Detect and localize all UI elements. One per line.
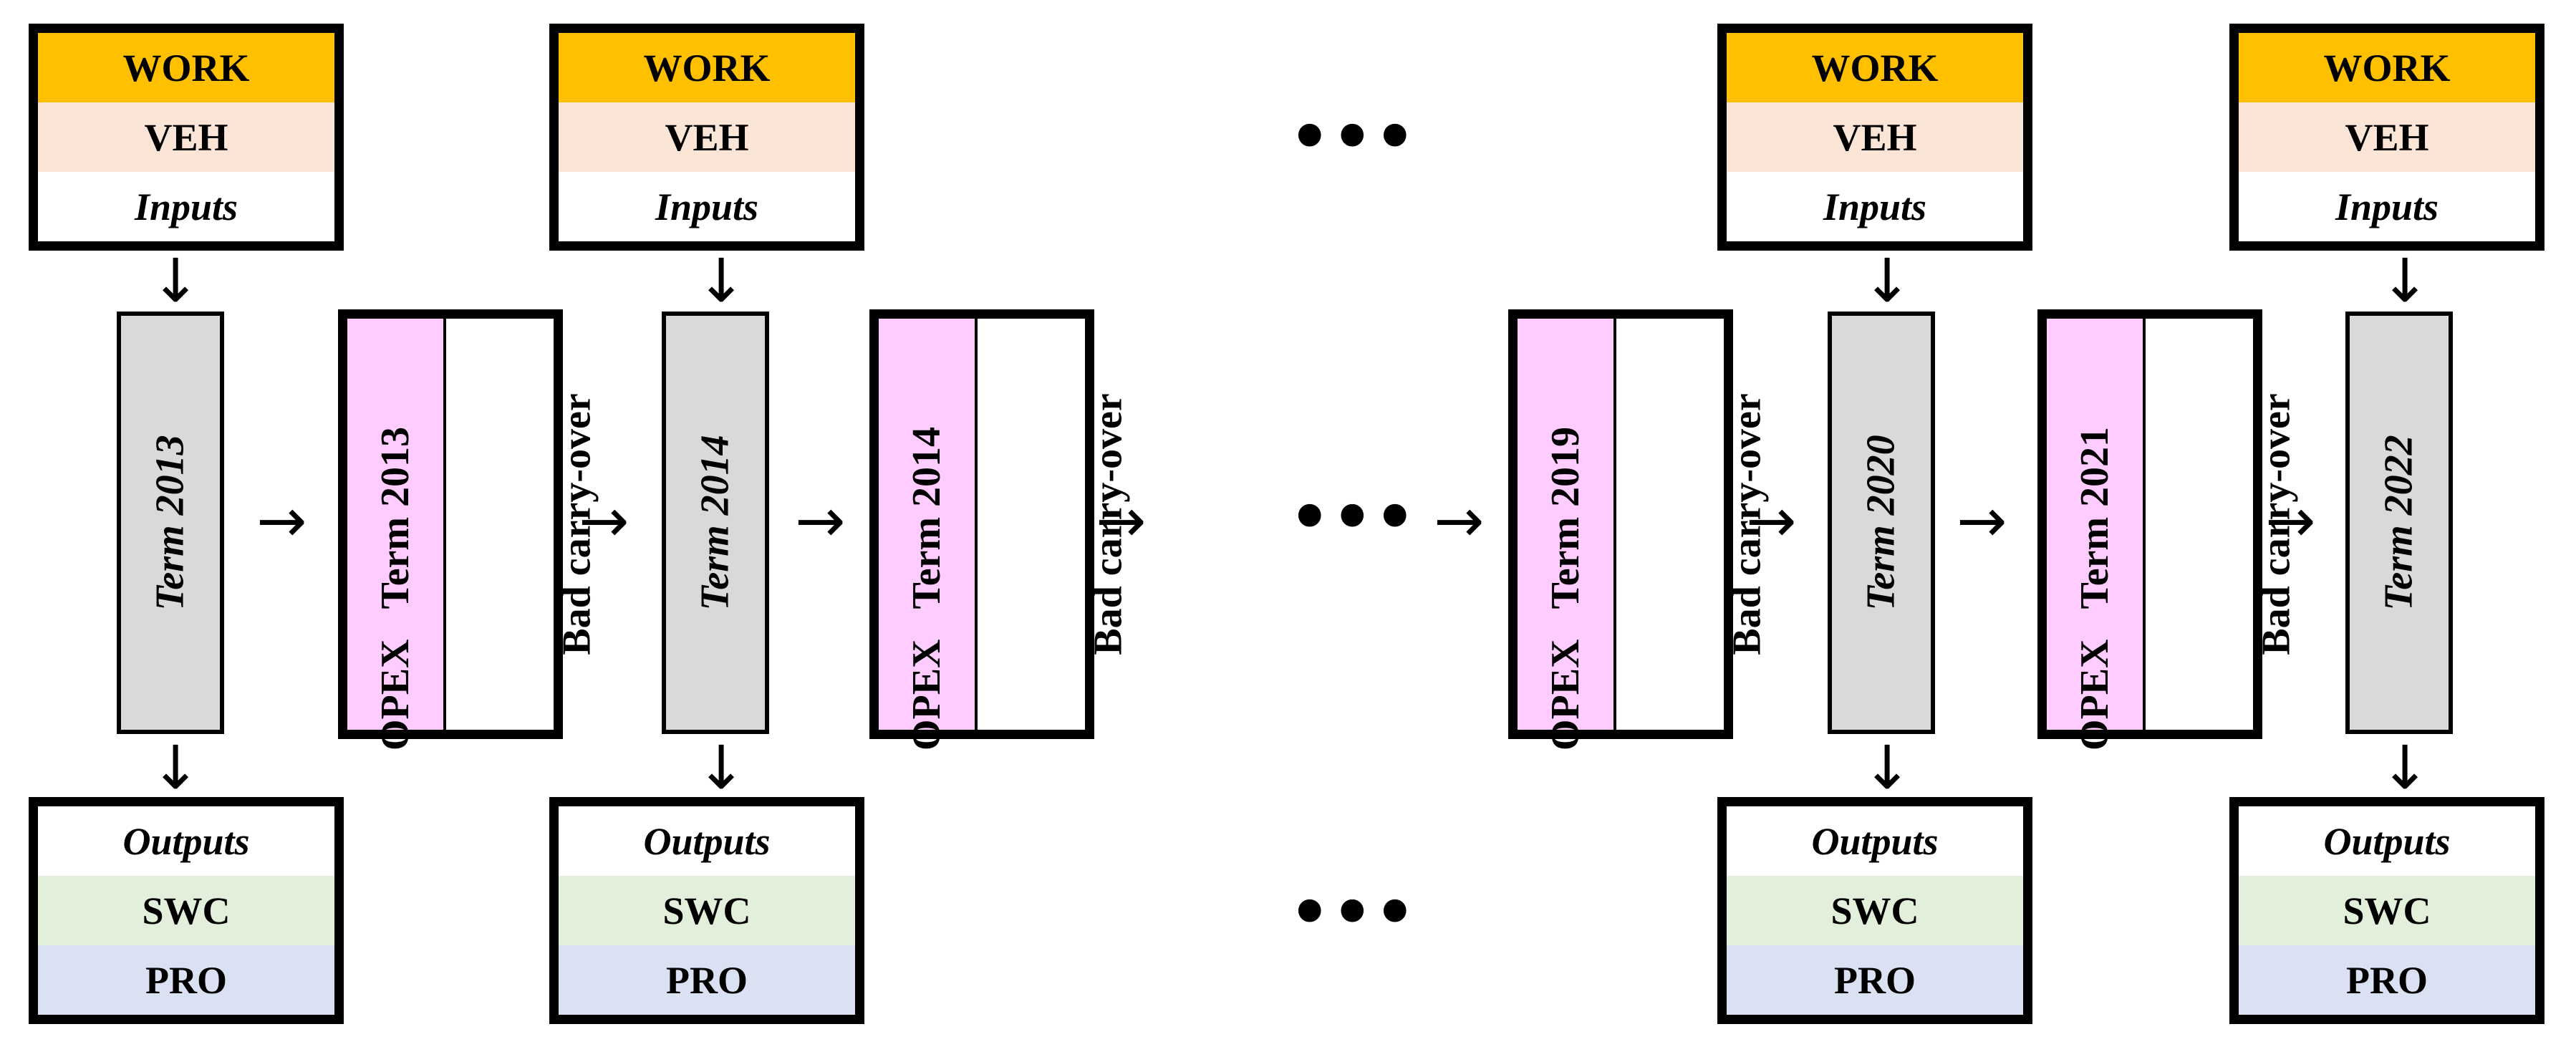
- outputs-label: Outputs: [1727, 806, 2023, 876]
- pro-label: PRO: [38, 945, 334, 1015]
- term-2013-box: Term 2013: [117, 312, 224, 734]
- arrow-right-icon: →: [579, 486, 629, 556]
- arrow-down-icon: ↓: [2380, 733, 2431, 803]
- opex-2014-box: OPEX Term 2014 Bad carry-over: [869, 309, 1131, 750]
- opex-2021-box: OPEX Term 2021 Bad carry-over: [2037, 309, 2299, 750]
- arrow-down-icon: ↓: [1862, 733, 1913, 803]
- arrow-right-icon: →: [1746, 486, 1797, 556]
- work-label: WORK: [38, 33, 334, 102]
- input-stack-3: WORK VEH Inputs: [1717, 24, 2032, 251]
- arrow-right-icon: →: [1096, 486, 1147, 556]
- arrow-right-icon: →: [795, 486, 846, 556]
- output-stack-2: Outputs SWC PRO: [549, 797, 864, 1024]
- term-2014-box: Term 2014: [662, 312, 769, 734]
- input-stack-4: WORK VEH Inputs: [2229, 24, 2544, 251]
- swc-label: SWC: [2239, 876, 2535, 945]
- swc-label: SWC: [38, 876, 334, 945]
- opex-2013-section: OPEX Term 2013: [347, 319, 446, 750]
- output-stack-3: Outputs SWC PRO: [1717, 797, 2032, 1024]
- opex-term-label: Term 2013: [373, 426, 418, 609]
- opex-label: OPEX: [905, 639, 950, 751]
- input-stack-1: WORK VEH Inputs: [29, 24, 344, 251]
- work-label: WORK: [2239, 33, 2535, 102]
- work-label: WORK: [1727, 33, 2023, 102]
- bad-carry-over-section: Bad carry-over: [446, 319, 708, 730]
- veh-label: VEH: [38, 102, 334, 172]
- opex-2021-section: OPEX Term 2021: [2047, 319, 2146, 750]
- outputs-label: Outputs: [559, 806, 855, 876]
- opex-term-label: Term 2019: [1543, 426, 1588, 609]
- inputs-label: Inputs: [2239, 172, 2535, 241]
- opex-label: OPEX: [2073, 639, 2118, 751]
- term-2022-box: Term 2022: [2345, 312, 2453, 734]
- pro-label: PRO: [2239, 945, 2535, 1015]
- arrow-right-icon: →: [256, 486, 307, 556]
- arrow-right-icon: →: [1434, 486, 1485, 556]
- arrow-down-icon: ↓: [696, 733, 747, 803]
- arrow-down-icon: ↓: [2380, 246, 2431, 316]
- opex-2019-section: OPEX Term 2019: [1518, 319, 1616, 750]
- opex-label: OPEX: [1543, 639, 1588, 751]
- term-2020-box: Term 2020: [1828, 312, 1935, 734]
- arrow-down-icon: ↓: [150, 246, 201, 316]
- pro-label: PRO: [1727, 945, 2023, 1015]
- arrow-down-icon: ↓: [150, 733, 201, 803]
- ellipsis-icon: •••: [1289, 100, 1417, 175]
- ellipsis-icon: •••: [1289, 480, 1417, 555]
- outputs-label: Outputs: [2239, 806, 2535, 876]
- arrow-down-icon: ↓: [696, 246, 747, 316]
- ellipsis-icon: •••: [1289, 875, 1417, 950]
- arrow-right-icon: →: [1957, 486, 2007, 556]
- term-2013-label: Term 2013: [148, 435, 193, 611]
- output-stack-1: Outputs SWC PRO: [29, 797, 344, 1024]
- opex-2014-section: OPEX Term 2014: [879, 319, 978, 750]
- input-stack-2: WORK VEH Inputs: [549, 24, 864, 251]
- inputs-label: Inputs: [1727, 172, 2023, 241]
- swc-label: SWC: [559, 876, 855, 945]
- opex-label: OPEX: [373, 639, 418, 751]
- arrow-right-icon: →: [2265, 486, 2316, 556]
- opex-2013-box: OPEX Term 2013 Bad carry-over: [338, 309, 599, 750]
- arrow-down-icon: ↓: [1862, 246, 1913, 316]
- veh-label: VEH: [1727, 102, 2023, 172]
- output-stack-4: Outputs SWC PRO: [2229, 797, 2544, 1024]
- inputs-label: Inputs: [38, 172, 334, 241]
- work-label: WORK: [559, 33, 855, 102]
- veh-label: VEH: [2239, 102, 2535, 172]
- opex-2019-box: OPEX Term 2019 Bad carry-over: [1508, 309, 1770, 750]
- inputs-label: Inputs: [559, 172, 855, 241]
- opex-term-label: Term 2014: [905, 426, 950, 609]
- swc-label: SWC: [1727, 876, 2023, 945]
- opex-term-label: Term 2021: [2073, 426, 2118, 609]
- veh-label: VEH: [559, 102, 855, 172]
- pro-label: PRO: [559, 945, 855, 1015]
- outputs-label: Outputs: [38, 806, 334, 876]
